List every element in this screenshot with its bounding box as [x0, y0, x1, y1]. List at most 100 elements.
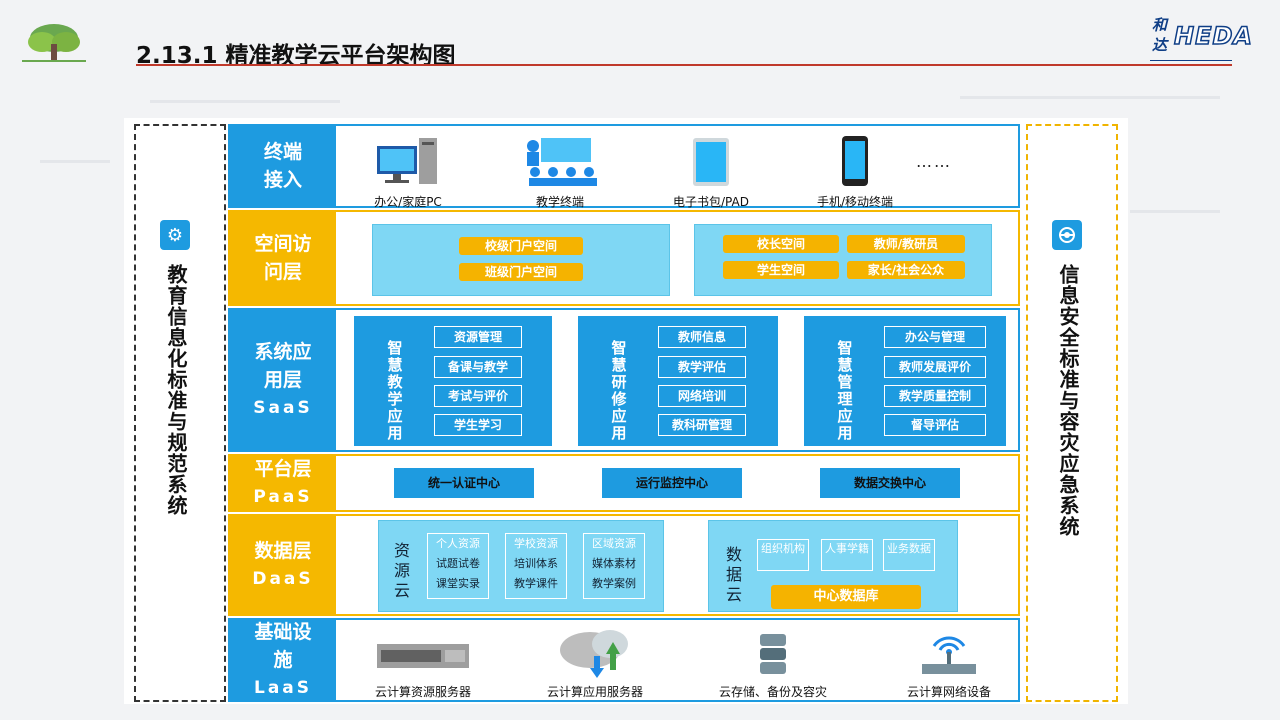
- paas-exchange-center[interactable]: 数据交换中心: [820, 468, 960, 498]
- right-security-panel: 信息安全标准与容灾应急系统: [1026, 124, 1118, 702]
- portal-pill[interactable]: 校级门户空间: [459, 237, 583, 255]
- app-smart-training: 智慧研修应用 教师信息 教学评估 网络培训 教科研管理: [578, 316, 778, 446]
- brand-cn-top: 和: [1152, 16, 1168, 34]
- paas-monitor-center[interactable]: 运行监控中心: [602, 468, 742, 498]
- paas-auth-center[interactable]: 统一认证中心: [394, 468, 534, 498]
- bg-stripe: [1130, 210, 1220, 213]
- space-pill[interactable]: 家长/社会公众: [847, 261, 965, 279]
- slide-header: 2.13.1 精准教学云平台架构图 和 达 HEDA: [0, 0, 1280, 80]
- wireless-router-icon: [922, 636, 976, 674]
- server-rack-icon: [377, 644, 469, 668]
- label-line: 系统应: [254, 341, 312, 363]
- app-item[interactable]: 教师信息: [658, 326, 746, 348]
- app-item[interactable]: 教科研管理: [658, 414, 746, 436]
- data-cloud-panel: 数据云 组织机构 人事学籍 业务数据 中心数据库: [708, 520, 958, 612]
- bg-stripe: [40, 160, 110, 163]
- space-pill[interactable]: 学生空间: [723, 261, 839, 279]
- brand-en: HEDA: [1173, 21, 1253, 51]
- label-line: 空间访: [254, 233, 312, 255]
- central-database[interactable]: 中心数据库: [771, 585, 921, 609]
- app-item[interactable]: 考试与评价: [434, 385, 522, 407]
- app-item[interactable]: 学生学习: [434, 414, 522, 436]
- portal-pill[interactable]: 班级门户空间: [459, 263, 583, 281]
- space-pill[interactable]: 教师/教研员: [847, 235, 965, 253]
- infra-item-resource-server: 云计算资源服务器: [358, 628, 488, 700]
- terminal-item-pc: 办公/家庭PC: [358, 134, 458, 210]
- app-item[interactable]: 办公与管理: [884, 326, 986, 348]
- gear-icon: ⚙: [160, 220, 190, 250]
- bg-stripe: [150, 100, 340, 103]
- app-title: 智慧管理应用: [837, 339, 853, 442]
- label-en: LaaS: [253, 678, 313, 698]
- cloud-server-icon: [560, 630, 628, 678]
- tree-logo-icon: [22, 24, 86, 62]
- layer-saas-label: 系统应 用层 SaaS: [230, 310, 336, 450]
- data-cloud-title: 数据云: [725, 545, 742, 604]
- app-item[interactable]: 教学质量控制: [884, 385, 986, 407]
- terminal-item-label: 电子书包/PAD: [673, 195, 749, 209]
- resource-column-head: 区域资源: [592, 537, 636, 550]
- app-item[interactable]: 教师发展评价: [884, 356, 986, 378]
- label-en: PaaS: [253, 487, 313, 507]
- terminal-item-tablet: 电子书包/PAD: [656, 134, 766, 210]
- classroom-icon: [527, 138, 597, 186]
- app-item[interactable]: 网络培训: [658, 385, 746, 407]
- layer-paas-label: 平台层 PaaS: [230, 456, 336, 510]
- title-underline: [136, 64, 1232, 66]
- infra-item-storage: 云存储、备份及容灾: [698, 628, 848, 700]
- resource-column: 区域资源 媒体素材 教学案例: [583, 533, 645, 599]
- resource-column-item: 教学课件: [514, 577, 558, 590]
- label-line: 平台层: [254, 458, 312, 480]
- right-security-label: 信息安全标准与容灾应急系统: [1056, 264, 1080, 537]
- data-item[interactable]: 人事学籍: [821, 539, 873, 571]
- resource-column-item: 媒体素材: [592, 557, 636, 570]
- resource-column-head: 学校资源: [514, 537, 558, 550]
- layer-daas-label: 数据层 DaaS: [230, 516, 336, 614]
- infra-item-network: 云计算网络设备: [884, 624, 1014, 700]
- app-title: 智慧研修应用: [611, 339, 627, 442]
- infra-item-label: 云计算网络设备: [906, 685, 991, 699]
- label-en: SaaS: [253, 398, 313, 418]
- brand-logo: 和 达 HEDA: [1150, 14, 1262, 58]
- label-line: 数据层: [254, 540, 312, 562]
- resource-column: 个人资源 试题试卷 课堂实录: [427, 533, 489, 599]
- label-line: 用层: [263, 369, 302, 391]
- resource-column-item: 教学案例: [592, 577, 636, 590]
- data-item[interactable]: 业务数据: [883, 539, 935, 571]
- space-pill[interactable]: 校长空间: [723, 235, 839, 253]
- shield-icon: [1052, 220, 1082, 250]
- app-smart-teaching: 智慧教学应用 资源管理 备课与教学 考试与评价 学生学习: [354, 316, 552, 446]
- app-item[interactable]: 督导评估: [884, 414, 986, 436]
- layer-terminal: 终端 接入 办公/家庭PC 教学终端 电子书包/PAD 手机/移动终端 ……: [228, 124, 1020, 210]
- layer-laas: 基础设 施 LaaS 云计算资源服务器 云计算应用服务器 云存储、备份及容灾: [228, 618, 1020, 702]
- brand-cn-bottom: 达: [1152, 36, 1168, 54]
- app-item[interactable]: 资源管理: [434, 326, 522, 348]
- resource-column-item: 课堂实录: [436, 577, 480, 590]
- terminal-item-label: 办公/家庭PC: [374, 195, 442, 209]
- label-en: DaaS: [252, 569, 314, 589]
- terminal-item-label: 手机/移动终端: [816, 195, 894, 209]
- infra-item-label: 云计算资源服务器: [374, 685, 471, 699]
- resource-column-item: 培训体系: [514, 557, 558, 570]
- brand-underline: [1150, 60, 1232, 61]
- app-item[interactable]: 教学评估: [658, 356, 746, 378]
- label-line: 问层: [263, 261, 302, 283]
- data-item[interactable]: 组织机构: [757, 539, 809, 571]
- layer-laas-label: 基础设 施 LaaS: [230, 620, 336, 700]
- tablet-icon: [693, 138, 729, 186]
- database-icon: [760, 634, 786, 674]
- label-line: 终端: [263, 141, 302, 163]
- resource-cloud-title: 资源云: [393, 541, 410, 600]
- left-standards-panel: ⚙ 教育信息化标准与规范系统: [134, 124, 226, 702]
- resource-column-head: 个人资源: [436, 537, 480, 550]
- app-item[interactable]: 备课与教学: [434, 356, 522, 378]
- bg-stripe: [960, 96, 1220, 99]
- infra-item-label: 云计算应用服务器: [546, 685, 643, 699]
- infra-item-app-server: 云计算应用服务器: [530, 624, 660, 700]
- layer-saas: 系统应 用层 SaaS 智慧教学应用 资源管理 备课与教学 考试与评价 学生学习…: [228, 308, 1020, 452]
- layer-space-label: 空间访 问层: [230, 212, 336, 304]
- resource-cloud-panel: 资源云 个人资源 试题试卷 课堂实录 学校资源 培训体系 教学课件 区域资源 媒…: [378, 520, 664, 612]
- personal-space-panel: 校长空间 教师/教研员 学生空间 家长/社会公众: [694, 224, 992, 296]
- terminal-item-label: 教学终端: [535, 195, 584, 209]
- layer-terminal-label: 终端 接入: [230, 126, 336, 206]
